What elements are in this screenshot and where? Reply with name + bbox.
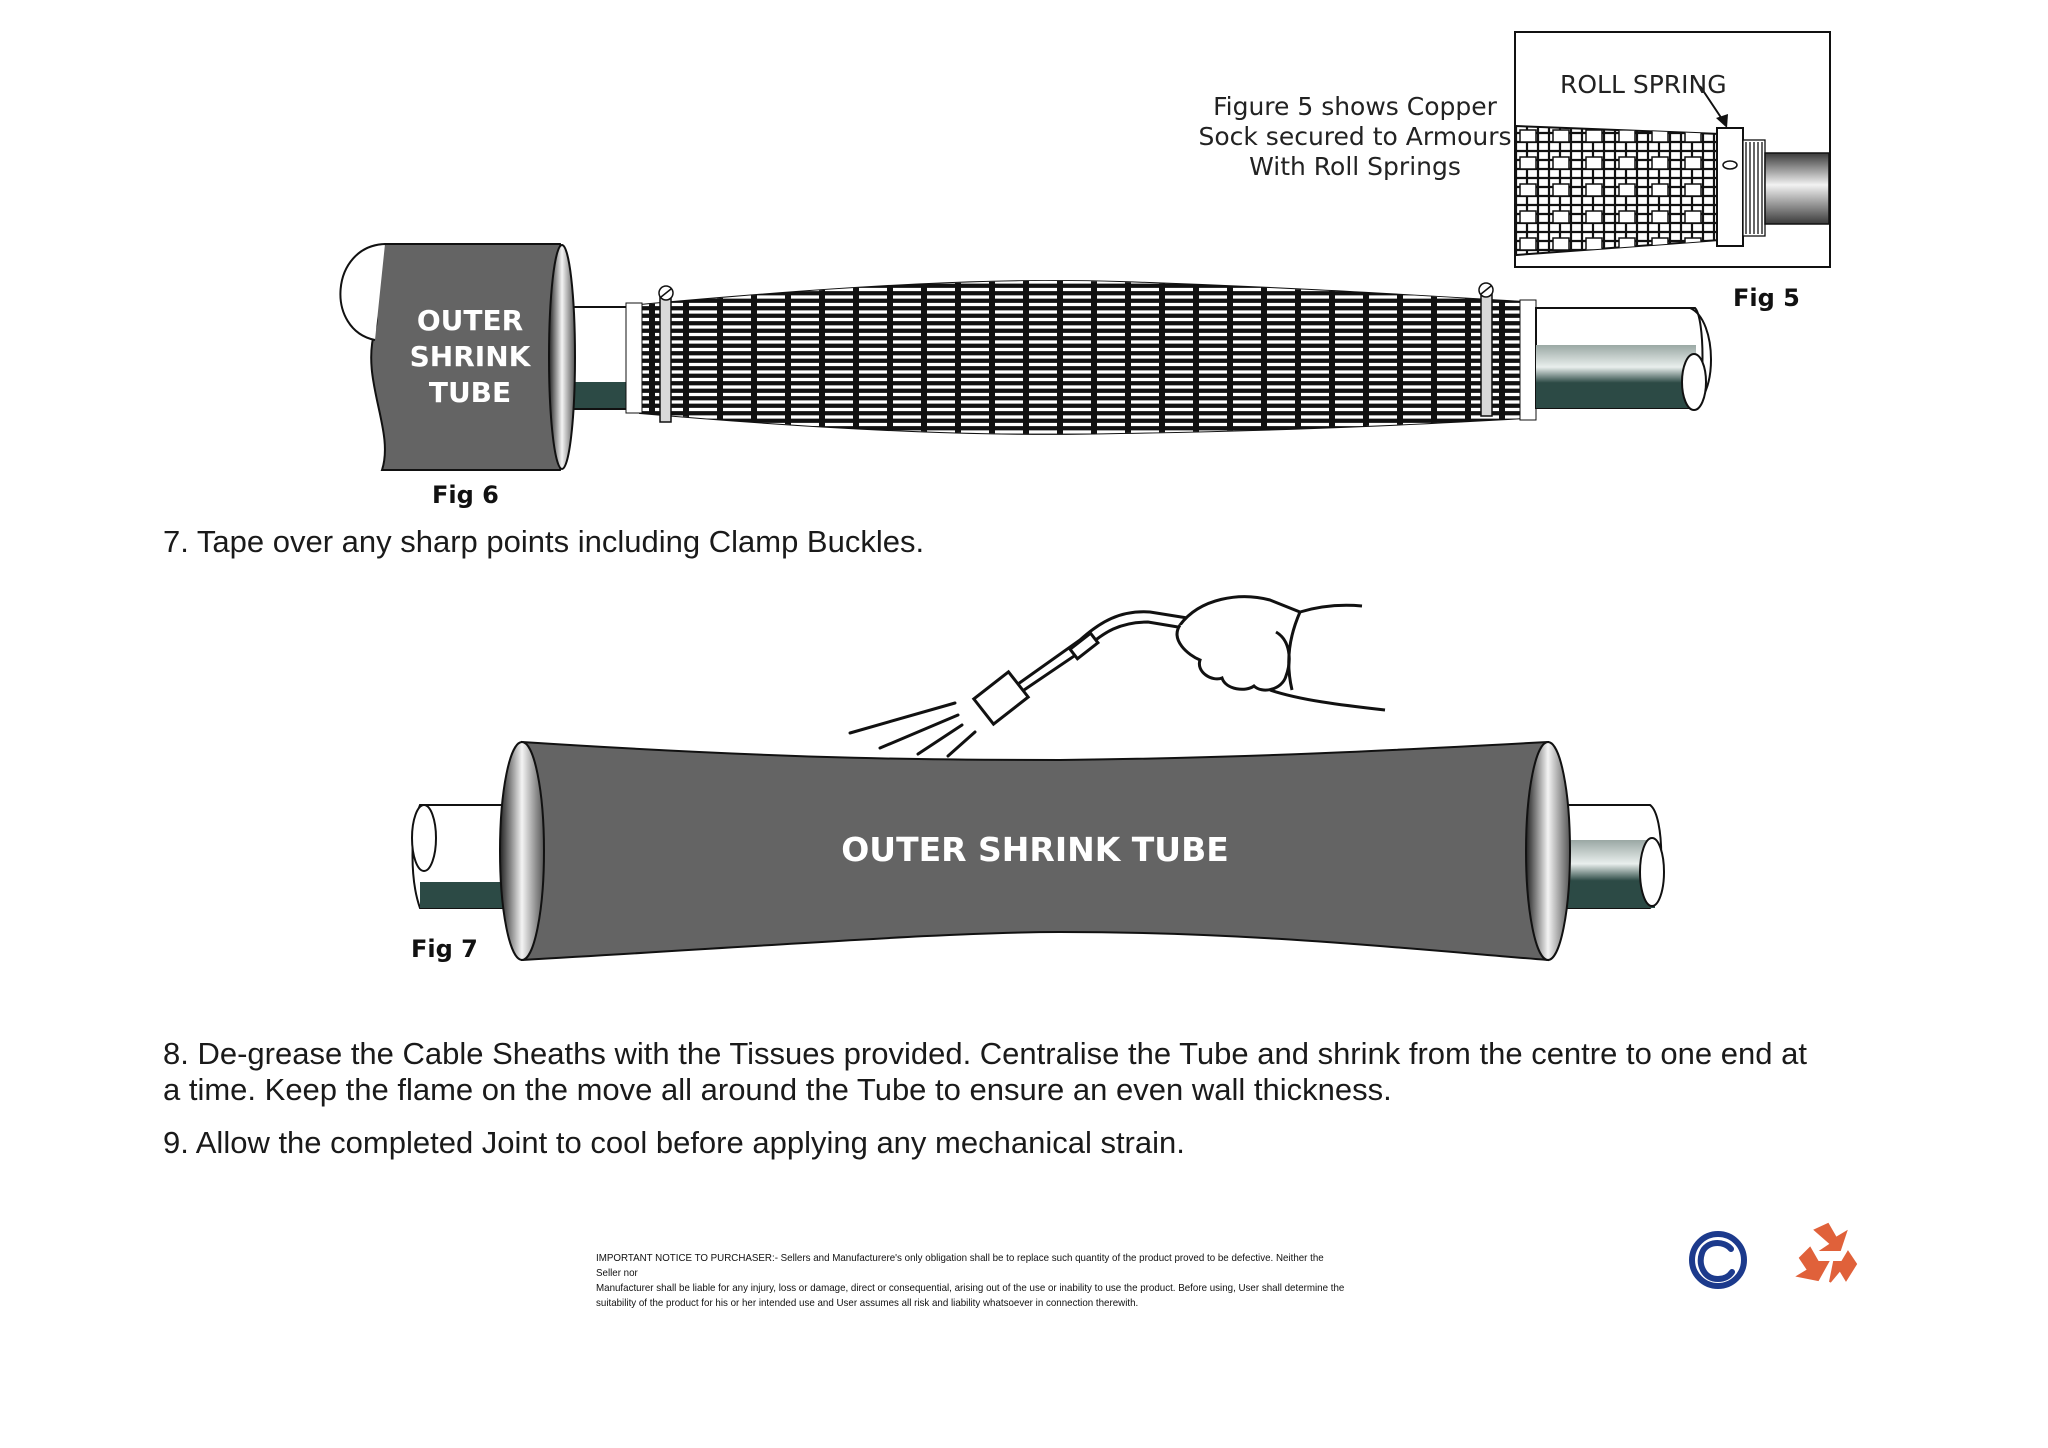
fig6-tube-line: TUBE (428, 376, 512, 409)
fig7-tube-end-right (1525, 741, 1571, 961)
step-8-text: 8. De-grease the Cable Sheaths with the … (163, 1036, 1807, 1108)
fig5-callout-arrow (1699, 85, 1725, 123)
fig5-cable-sheath (1764, 152, 1830, 225)
fig7-hand (1175, 595, 1386, 712)
fig7-label: Fig 7 (411, 935, 478, 963)
step-7-text: 7. Tape over any sharp points including … (163, 524, 925, 559)
fig5-caption-line: Figure 5 shows Copper (1213, 92, 1497, 121)
notice-line: Manufacturer shall be liable for any inj… (596, 1282, 1345, 1294)
fig7-gas-torch (971, 610, 1201, 727)
step-8-line: a time. Keep the flame on the move all a… (163, 1072, 1392, 1107)
notice-line: suitability of the product for his or he… (596, 1297, 1139, 1309)
notice-line: IMPORTANT NOTICE TO PURCHASER:- Sellers … (596, 1252, 1324, 1279)
fig5-label: Fig 5 (1733, 284, 1800, 312)
fig7-cable-end-right (1639, 837, 1665, 907)
fig6-armour-wires-left (625, 302, 643, 414)
fig6-tube-line: SHRINK (409, 340, 531, 373)
step-8-line: 8. De-grease the Cable Sheaths with the … (163, 1036, 1807, 1071)
fig7-heat-flame (848, 701, 977, 758)
step-9-text: 9. Allow the completed Joint to cool bef… (163, 1125, 1185, 1160)
fig5-caption: Figure 5 shows Copper Sock secured to Ar… (1180, 92, 1530, 182)
fig6-roll-spring-left (658, 285, 674, 423)
fig5-callout-label: ROLL SPRING (1560, 70, 1727, 99)
copyright-icon (1689, 1231, 1747, 1289)
fig6-tube-label: OUTER SHRINK TUBE (395, 303, 545, 411)
fig5-roll-spring (1716, 127, 1744, 247)
fig6-tube-line: OUTER (416, 304, 524, 337)
fig7-tube-label: OUTER SHRINK TUBE (841, 830, 1229, 869)
purchaser-notice: IMPORTANT NOTICE TO PURCHASER:- Sellers … (596, 1251, 1349, 1311)
fig7-tube-end-left (499, 741, 545, 961)
fig5-armour-wires (1742, 139, 1766, 237)
fig6-roll-spring-right (1478, 282, 1494, 417)
fig6-label: Fig 6 (432, 481, 499, 509)
fig5-caption-line: Sock secured to Armours (1198, 122, 1512, 151)
recycle-icon (1795, 1222, 1858, 1283)
fig7-cable-end-left (411, 804, 437, 872)
fig5-caption-line: With Roll Springs (1249, 152, 1461, 181)
